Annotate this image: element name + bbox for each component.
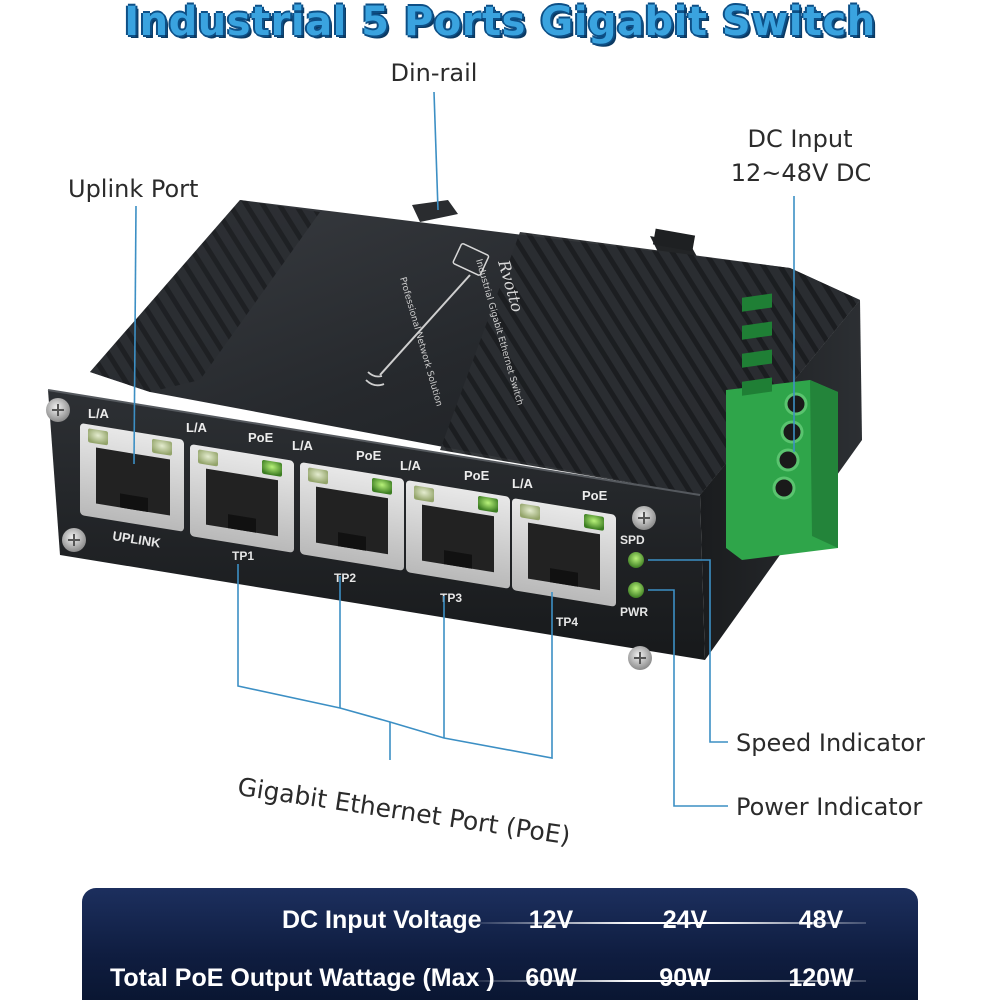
- callout-lines: [133, 91, 795, 807]
- tp2-poe-label: PoE: [356, 448, 382, 463]
- spec-row-input-voltage: DC Input Voltage 12V 24V 48V: [82, 900, 918, 940]
- spec-label: Total PoE Output Wattage (Max ): [110, 964, 495, 992]
- dc-input-callout-line2: 12~48V DC: [730, 159, 872, 187]
- tp1-label: TP1: [232, 549, 254, 563]
- poe-port-tp1[interactable]: [190, 444, 294, 553]
- tp1-la-label: L/A: [186, 420, 208, 435]
- pwr-label: PWR: [620, 605, 648, 619]
- spec-value: 12V: [528, 906, 574, 934]
- tp1-poe-label: PoE: [248, 430, 274, 445]
- uplink-port[interactable]: [80, 423, 184, 532]
- speed-indicator-led: [628, 552, 644, 568]
- poe-port-tp3[interactable]: [406, 480, 510, 589]
- dc-terminal-block: [726, 293, 838, 560]
- dc-input-callout-line1: DC Input: [747, 125, 853, 153]
- spec-value: 90W: [659, 964, 711, 992]
- tp4-la-label: L/A: [512, 476, 534, 491]
- spec-value: 24V: [662, 906, 708, 934]
- tp4-label: TP4: [556, 615, 578, 629]
- uplink-port-callout: Uplink Port: [68, 175, 199, 203]
- tp3-label: TP3: [440, 591, 462, 605]
- power-indicator-led: [628, 582, 644, 598]
- tp3-poe-label: PoE: [464, 468, 490, 483]
- spec-value: 48V: [798, 906, 844, 934]
- tp2-la-label: L/A: [292, 438, 314, 453]
- spec-value: 60W: [525, 964, 577, 992]
- spec-label: DC Input Voltage: [282, 906, 482, 934]
- spd-label: SPD: [620, 533, 645, 547]
- tp4-poe-label: PoE: [582, 488, 608, 503]
- tp3-la-label: L/A: [400, 458, 422, 473]
- poe-port-tp4[interactable]: [512, 498, 616, 607]
- page-title: Industrial 5 Ports Gigabit Switch: [124, 0, 876, 45]
- power-indicator-callout: Power Indicator: [736, 793, 923, 821]
- tp2-label: TP2: [334, 571, 356, 585]
- spec-table: DC Input Voltage 12V 24V 48V Total PoE O…: [82, 888, 918, 1000]
- spec-row-poe-wattage: Total PoE Output Wattage (Max ) 60W 90W …: [82, 958, 918, 998]
- speed-indicator-callout: Speed Indicator: [736, 729, 925, 757]
- din-rail-callout: Din-rail: [390, 59, 478, 87]
- uplink-la-label: L/A: [88, 406, 110, 421]
- poe-port-tp2[interactable]: [300, 462, 404, 571]
- spec-value: 120W: [788, 964, 854, 992]
